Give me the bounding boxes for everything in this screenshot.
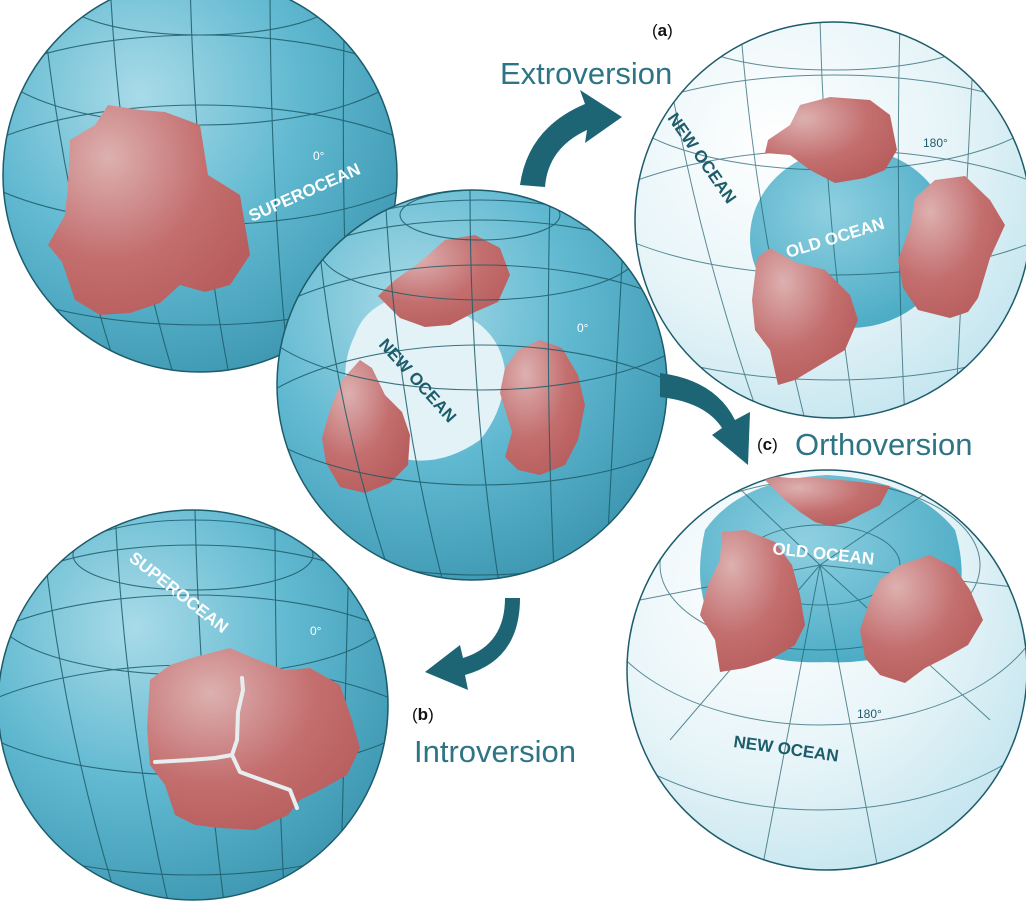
- panel-label-b: (b) Introversion: [412, 705, 576, 769]
- panel-label-a: (a) Extroversion: [500, 21, 673, 91]
- arrow-extroversion: [520, 90, 622, 187]
- degree-label-180: 180°: [857, 707, 882, 721]
- panel-title-orthoversion: Orthoversion: [795, 427, 972, 462]
- degree-label-0: 0°: [577, 321, 589, 335]
- svg-text:(c): (c): [757, 435, 778, 454]
- degree-label-0: 0°: [310, 624, 322, 638]
- panel-label-c: (c) Orthoversion: [757, 427, 972, 462]
- arrow-introversion: [425, 598, 520, 690]
- svg-text:(b): (b): [412, 705, 434, 724]
- globe-introversion: SUPEROCEAN 0°: [0, 510, 463, 905]
- degree-label-180: 180°: [923, 136, 948, 150]
- svg-text:(a): (a): [652, 21, 673, 40]
- degree-label-0: 0°: [313, 149, 325, 163]
- panel-title-extroversion: Extroversion: [500, 56, 672, 91]
- panel-title-introversion: Introversion: [414, 734, 576, 769]
